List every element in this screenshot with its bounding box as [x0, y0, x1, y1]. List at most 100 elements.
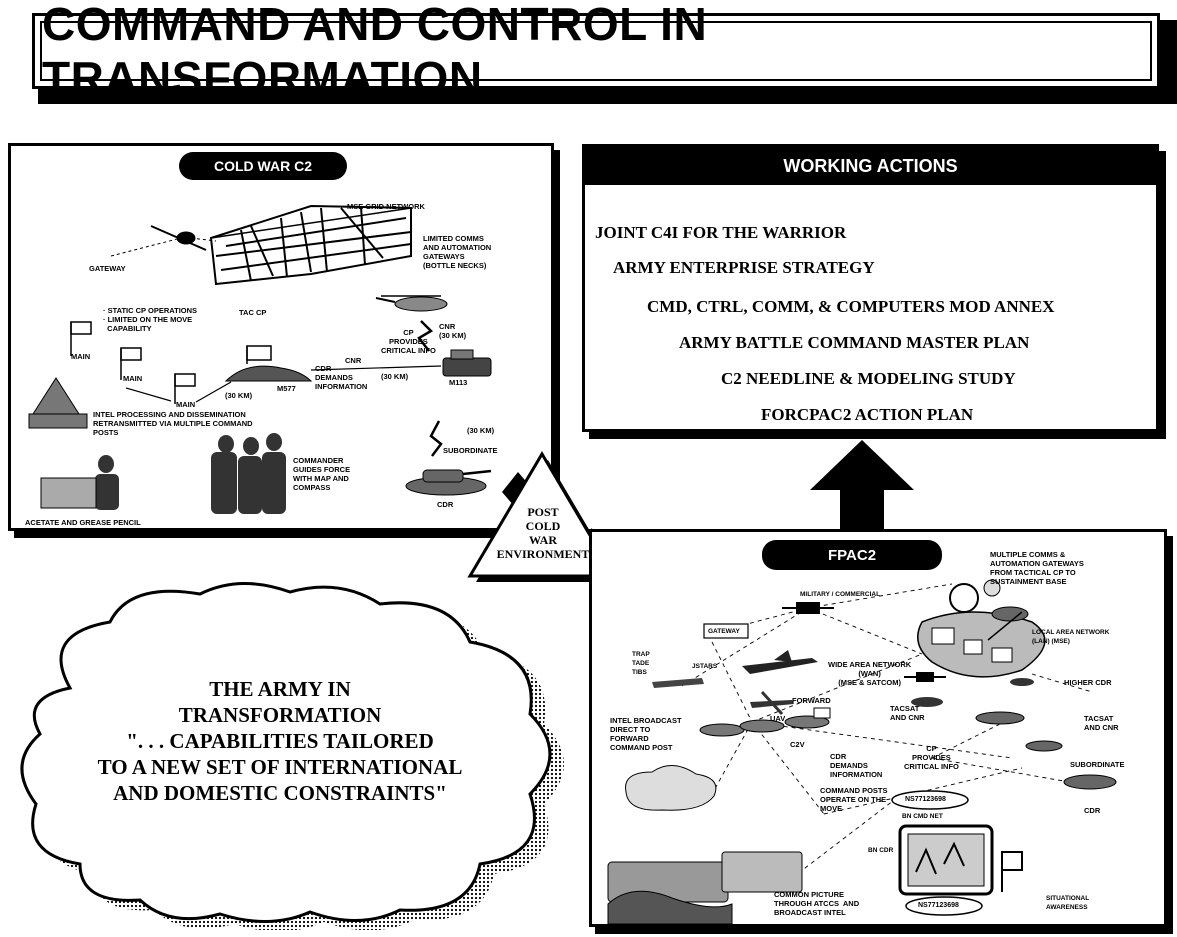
fpac2-panel: FPAC2	[589, 529, 1167, 927]
cloud-line-1: THE ARMY IN	[209, 677, 351, 701]
label-mse-grid: MSE GRID NETWORK	[347, 202, 425, 211]
cold-war-illustration	[28, 204, 492, 514]
label-subordinate: SUBORDINATE	[1070, 760, 1125, 769]
radar-site	[28, 377, 88, 429]
cloud-line-4: TO A NEW SET OF INTERNATIONAL	[97, 755, 463, 779]
satellite-icon	[782, 602, 834, 614]
cdr-tank	[405, 469, 492, 496]
label-tacsat-cnr-1: TACSAT AND CNR	[890, 704, 925, 722]
broadcast-cloud	[625, 765, 717, 811]
working-action-6: FORCPAC2 ACTION PLAN	[761, 405, 974, 424]
label-bn-cmd-net: BN CMD NET	[902, 813, 943, 820]
working-actions-panel: WORKING ACTIONS JOINT C4I FOR THE WARRIO…	[582, 144, 1159, 432]
label-cdr: CDR	[437, 500, 454, 509]
label-command-posts: COMMAND POSTS OPERATE ON THE MOVE	[820, 786, 888, 813]
uav-aircraft	[750, 690, 794, 716]
jstars-aircraft	[742, 650, 818, 674]
label-forward: FORWARD	[792, 696, 831, 705]
label-30km-b: (30 KM)	[225, 391, 253, 400]
satellite-icon-2	[904, 672, 946, 682]
page-title: COMMAND AND CONTROL IN TRANSFORMATION	[40, 0, 1152, 104]
label-30km-a: (30 KM)	[381, 372, 409, 381]
cloud-line-5: AND DOMESTIC CONSTRAINTS"	[113, 781, 447, 805]
label-acetate: ACETATE AND GREASE PENCIL	[25, 518, 141, 527]
trap-aircraft	[652, 678, 704, 688]
label-military-commercial: MILITARY / COMMERCIAL	[800, 591, 881, 598]
helicopter-icon	[375, 295, 448, 312]
working-action-2: ARMY ENTERPRISE STRATEGY	[613, 258, 875, 277]
label-main-3: MAIN	[176, 400, 196, 409]
label-cp-provides: CP PROVIDES CRITICAL INFO	[904, 744, 959, 771]
label-intel: INTEL PROCESSING AND DISSEMINATION RETRA…	[93, 410, 253, 437]
working-action-5: C2 NEEDLINE & MODELING STUDY	[721, 369, 1016, 388]
bn-display-screen	[898, 824, 994, 896]
main-flags	[70, 321, 196, 404]
label-multiple-comms: MULTIPLE COMMS & AUTOMATION GATEWAYS FRO…	[990, 550, 1084, 586]
title-frame: COMMAND AND CONTROL IN TRANSFORMATION	[32, 0, 1160, 104]
marker-circle-1	[983, 579, 1001, 597]
label-main-2: MAIN	[123, 374, 143, 383]
label-c2v: C2V	[790, 740, 805, 749]
fpac2-illustration	[607, 579, 1117, 924]
label-wan: WIDE AREA NETWORK (WAN) (MSE & SATCOM)	[828, 660, 912, 687]
label-main-1: MAIN	[71, 352, 91, 361]
triangle-box	[467, 451, 617, 578]
cold-war-panel: COLD WAR C2	[8, 143, 554, 531]
cloud-line-2: TRANSFORMATION	[178, 703, 382, 727]
label-lan: LOCAL AREA NETWORK (LAN) (MSE)	[1032, 629, 1110, 645]
wan-area	[917, 611, 1046, 678]
label-jstars: JSTARS	[692, 663, 718, 670]
label-grid-2: NS77123698	[918, 902, 959, 909]
label-uav: UAV	[770, 714, 786, 723]
working-actions-header: WORKING ACTIONS	[585, 147, 1156, 185]
m113-vehicle	[442, 349, 492, 377]
transition-graphic	[467, 451, 620, 582]
marker-strike	[987, 611, 1023, 641]
cloud-shape	[20, 582, 564, 930]
working-action-1: JOINT C4I FOR THE WARRIOR	[595, 223, 847, 242]
label-trap: TRAP TADE TIBS	[632, 651, 650, 676]
label-intel-broadcast: INTEL BROADCAST DIRECT TO FORWARD COMMAN…	[610, 716, 682, 752]
grid-label-oval-1	[891, 790, 969, 810]
gateway-box	[703, 623, 749, 639]
cloud-line-3: ". . . CAPABILITIES TAILORED	[126, 729, 434, 753]
working-action-4: ARMY BATTLE COMMAND MASTER PLAN	[679, 333, 1030, 352]
label-situational: SITUATIONAL AWARENESS	[1046, 895, 1090, 911]
label-m113: M113	[449, 378, 468, 387]
label-m577: M577	[277, 384, 296, 393]
lan-oval	[991, 606, 1029, 622]
label-tac-cp: TAC CP	[239, 308, 267, 317]
label-higher-cdr: HIGHER CDR	[1064, 678, 1112, 687]
radar-dish-icon	[949, 583, 979, 613]
label-common-picture: COMMON PICTURE THROUGH ATCCS AND BROADCA…	[774, 890, 860, 917]
cold-war-header: COLD WAR C2	[179, 152, 347, 180]
label-cdr: CDR	[1084, 806, 1101, 815]
label-30km-c: (30 KM)	[467, 426, 495, 435]
label-static-cp: · STATIC CP OPERATIONS · LIMITED ON THE …	[103, 306, 198, 333]
gateway-dish	[110, 225, 217, 257]
label-limited-comms: LIMITED COMMS AND AUTOMATION GATEWAYS (B…	[423, 234, 492, 270]
fpac2-header: FPAC2	[762, 540, 942, 570]
transition-text: POST COLD WAR ENVIRONMENT	[496, 505, 590, 561]
grid-label-oval-2	[905, 896, 983, 916]
working-action-3: CMD, CTRL, COMM, & COMPUTERS MOD ANNEX	[647, 297, 1055, 316]
soldiers-image	[40, 433, 286, 514]
mse-grid-network	[209, 204, 412, 286]
cold-war-links	[125, 365, 442, 403]
label-tacsat-cnr-2: TACSAT AND CNR	[1084, 714, 1119, 732]
label-cnr: CNR	[345, 356, 362, 365]
label-subordinate: SUBORDINATE	[443, 446, 498, 455]
cnr-link-top	[417, 320, 434, 352]
label-cdr-demands: CDR DEMANDS INFORMATION	[830, 752, 883, 779]
label-gateway: GATEWAY	[708, 628, 740, 635]
label-cp-provides: CP PROVIDES CRITICAL INFO	[381, 328, 436, 355]
label-cnr-30km: CNR (30 KM)	[439, 322, 467, 340]
vehicle-column	[699, 707, 831, 737]
label-bn-cdr: BN CDR	[868, 847, 894, 854]
cnr-link-bottom	[429, 420, 443, 457]
tank-icons	[975, 711, 1117, 790]
label-grid-1: NS77123698	[905, 796, 946, 803]
label-commander: COMMANDER GUIDES FORCE WITH MAP AND COMP…	[293, 456, 351, 492]
command-post-vehicles	[607, 851, 803, 924]
flag-icon	[1001, 851, 1023, 892]
